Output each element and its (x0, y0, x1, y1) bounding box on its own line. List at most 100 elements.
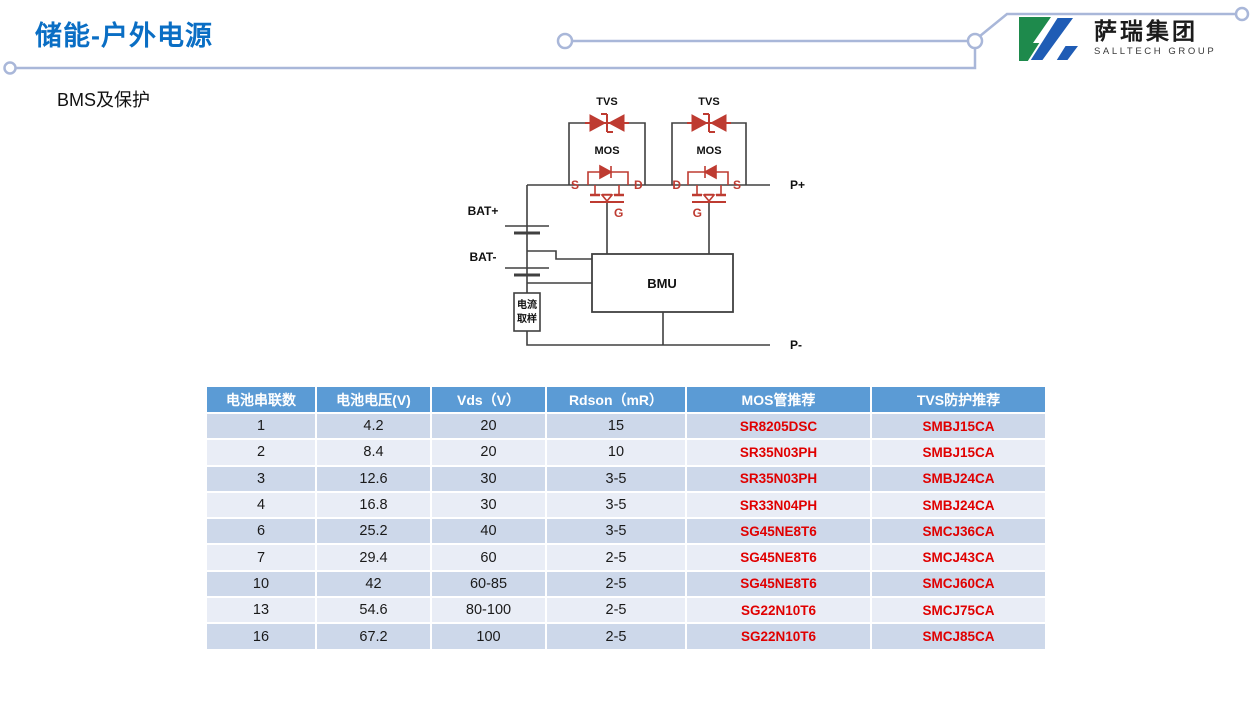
table-cell: 20 (430, 438, 547, 467)
table-cell: 4 (205, 490, 317, 520)
table-cell: 3-5 (545, 490, 687, 520)
bmu-label: BMU (647, 276, 677, 291)
table-cell: 54.6 (315, 596, 432, 625)
column-header: TVS防护推荐 (870, 385, 1047, 414)
logo-mark-icon (1019, 16, 1082, 62)
mos-label-left: MOS (594, 145, 619, 157)
table-cell: 8.4 (315, 438, 432, 467)
mos-left-d-label: D (634, 178, 643, 192)
table-cell: 2-5 (545, 543, 687, 572)
mos-right-d-label: D (672, 178, 681, 192)
table-cell: 29.4 (315, 543, 432, 572)
part-number-cell: SR35N03PH (685, 438, 872, 467)
p-minus-label: P- (790, 338, 802, 352)
tvs-label-right: TVS (698, 96, 719, 108)
table-cell: 10 (545, 438, 687, 467)
part-number-cell: SR33N04PH (685, 490, 872, 520)
table-cell: 16.8 (315, 490, 432, 520)
logo-name-cn: 萨瑞集团 (1094, 17, 1198, 44)
mos-left-s-label: S (571, 178, 579, 192)
current-sense-label-1: 电流 (517, 298, 537, 311)
part-number-cell: SG22N10T6 (685, 596, 872, 625)
current-sense-label-2: 取样 (517, 312, 537, 325)
table-cell: 40 (430, 517, 547, 546)
table-cell: 42 (315, 569, 432, 599)
mos-label-right: MOS (696, 145, 721, 157)
column-header: MOS管推荐 (685, 385, 872, 414)
page-title: 储能-户外电源 (35, 21, 213, 51)
part-number-cell: SMCJ60CA (870, 569, 1047, 599)
part-number-cell: SG45NE8T6 (685, 517, 872, 546)
table-cell: 30 (430, 464, 547, 493)
table-cell: 2 (205, 438, 317, 467)
mosfet-left (587, 164, 629, 203)
column-header: 电池串联数 (205, 385, 317, 414)
table-cell: 60 (430, 543, 547, 572)
table-cell: 3-5 (545, 517, 687, 546)
table-cell: 67.2 (315, 622, 432, 651)
table-cell: 7 (205, 543, 317, 572)
current-sense-box (513, 292, 541, 332)
table-cell: 4.2 (315, 411, 432, 441)
table-cell: 10 (205, 569, 317, 599)
decor-circle-left (3, 61, 17, 75)
bms-circuit-diagram: 电流 取样 BMU (468, 96, 805, 352)
mosfet-right (687, 164, 729, 203)
table-cell: 3 (205, 464, 317, 493)
table-cell: 15 (545, 411, 687, 441)
bat-plus-label: BAT+ (468, 204, 499, 218)
table-cell: 6 (205, 517, 317, 546)
table-cell: 3-5 (545, 464, 687, 493)
part-number-cell: SMBJ15CA (870, 438, 1047, 467)
bat-minus-label: BAT- (469, 250, 496, 264)
table-cell: 25.2 (315, 517, 432, 546)
tvs-symbol-left (585, 113, 629, 133)
part-number-cell: SR8205DSC (685, 411, 872, 441)
p-plus-label: P+ (790, 178, 805, 192)
part-number-cell: SG45NE8T6 (685, 569, 872, 599)
decor-circle-mid-right (966, 32, 984, 50)
circuit-wires (505, 122, 770, 346)
table-cell: 20 (430, 411, 547, 441)
tvs-symbol-right (687, 113, 731, 133)
company-logo: 萨瑞集团 SALLTECH GROUP (1012, 8, 1244, 68)
mos-right-s-label: S (733, 178, 741, 192)
part-number-cell: SMBJ24CA (870, 490, 1047, 520)
logo-text: 萨瑞集团 SALLTECH GROUP (1094, 17, 1216, 57)
mos-left-g-label: G (614, 206, 623, 220)
table-cell: 80-100 (430, 596, 547, 625)
part-number-cell: SMBJ15CA (870, 411, 1047, 441)
section-subtitle: BMS及保护 (57, 90, 151, 110)
table-cell: 2-5 (545, 622, 687, 651)
part-number-cell: SMCJ36CA (870, 517, 1047, 546)
table-cell: 12.6 (315, 464, 432, 493)
table-cell: 1 (205, 411, 317, 441)
part-number-cell: SG45NE8T6 (685, 543, 872, 572)
table-cell: 13 (205, 596, 317, 625)
column-header: Rdson（mR） (545, 385, 687, 414)
table-cell: 16 (205, 622, 317, 651)
table-cell: 60-85 (430, 569, 547, 599)
column-header: 电池电压(V) (315, 385, 432, 414)
part-number-cell: SMCJ85CA (870, 622, 1047, 651)
table-cell: 100 (430, 622, 547, 651)
part-number-cell: SMCJ75CA (870, 596, 1047, 625)
part-number-cell: SMBJ24CA (870, 464, 1047, 493)
table-cell: 2-5 (545, 596, 687, 625)
table-cell: 30 (430, 490, 547, 520)
part-number-cell: SMCJ43CA (870, 543, 1047, 572)
part-number-cell: SG22N10T6 (685, 622, 872, 651)
